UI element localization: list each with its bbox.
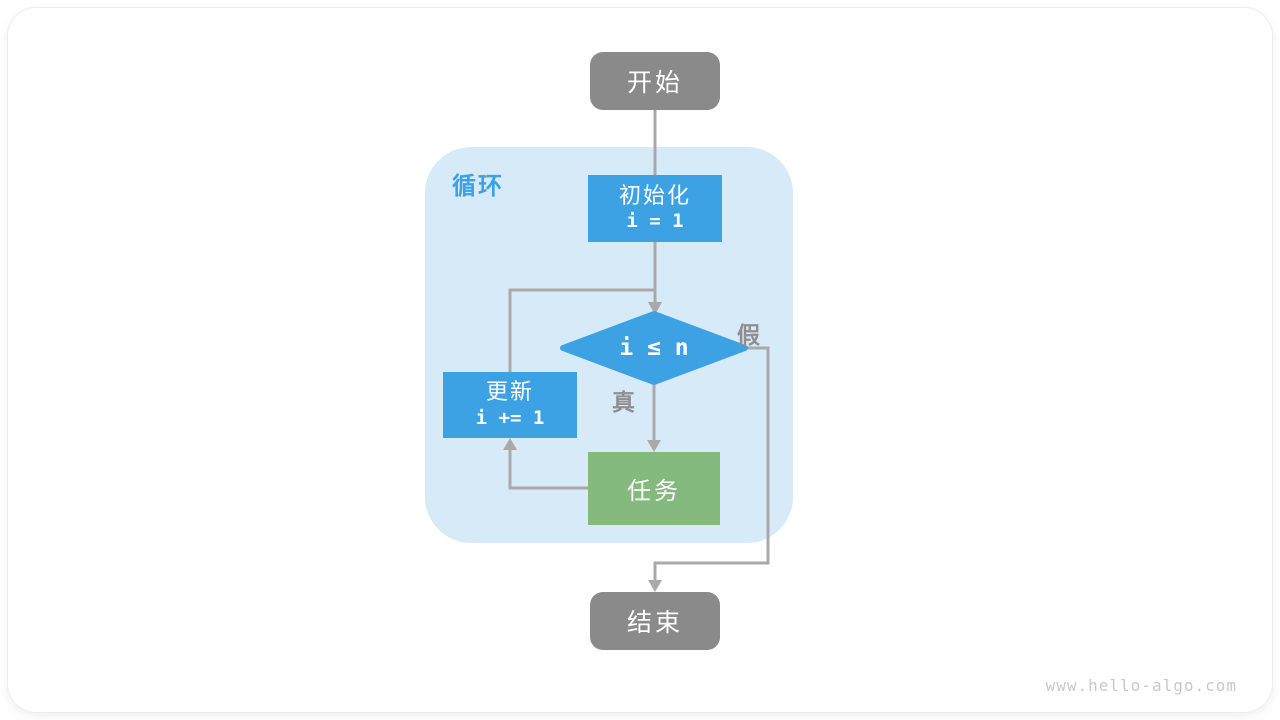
update-node-code: i += 1 (475, 406, 545, 429)
update-node-title: 更新 (485, 379, 534, 405)
watermark: www.hello-algo.com (1045, 676, 1237, 695)
end-node: 结束 (590, 592, 720, 650)
end-node-label: 结束 (626, 609, 683, 637)
false-branch-label: 假 (737, 322, 760, 348)
loop-region-label: 循环 (452, 173, 504, 200)
condition-node: i ≤ n (563, 314, 745, 382)
start-node: 开始 (590, 52, 720, 110)
task-node: 任务 (588, 452, 720, 525)
true-branch-label: 真 (612, 389, 635, 415)
init-node-code: i = 1 (626, 210, 684, 233)
task-node-label: 任务 (627, 478, 681, 505)
start-node-label: 开始 (626, 69, 683, 97)
condition-node-label: i ≤ n (619, 335, 689, 361)
update-node: 更新 i += 1 (443, 372, 577, 438)
init-node-title: 初始化 (618, 182, 691, 208)
init-node: 初始化 i = 1 (588, 175, 722, 242)
